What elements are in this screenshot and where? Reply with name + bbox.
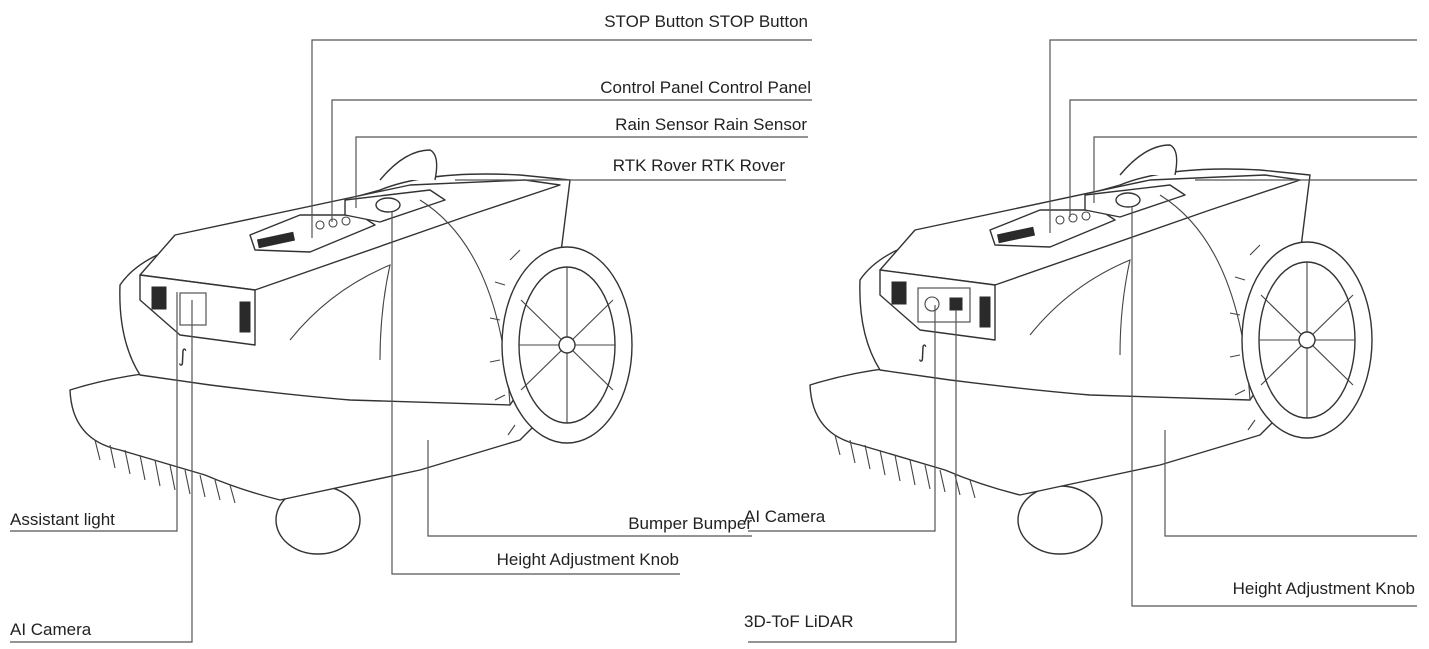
right-blade-teeth	[834, 434, 976, 499]
leader-stop-right	[1049, 39, 1417, 233]
left-panel-btn-2	[328, 218, 338, 228]
left-panel-btn-3	[341, 216, 351, 226]
right-panel-btn-3	[1081, 211, 1091, 221]
left-mower-illustration: ∫	[69, 149, 633, 555]
left-handle	[379, 149, 438, 181]
left-side-grille	[239, 301, 251, 333]
left-wheel-hub	[558, 336, 576, 354]
label-ai-camera-right: AI Camera	[744, 507, 826, 526]
right-wheel-hub	[1298, 331, 1316, 349]
label-ai-camera-left: AI Camera	[10, 620, 92, 639]
leader-camera-left	[10, 300, 193, 643]
leader-bumper-left	[427, 440, 752, 537]
leader-control-left	[331, 99, 812, 222]
label-height-knob-right: Height Adjustment Knob	[1232, 579, 1415, 598]
right-wheel-treads	[1229, 244, 1261, 431]
right-brand-logo-icon: ∫	[918, 342, 927, 363]
left-front-face	[139, 274, 256, 346]
right-side-contour	[1029, 259, 1131, 356]
right-mower-illustration: ∫	[809, 144, 1373, 555]
label-assistant-light-left: Assistant light	[10, 510, 115, 529]
leader-stop-left	[311, 39, 812, 238]
label-rtk-rover-left: RTK Rover RTK Rover	[612, 156, 785, 175]
leader-rain-left	[355, 136, 808, 208]
leader-camera-right	[748, 305, 936, 532]
leader-lidar-right	[748, 310, 957, 643]
label-rain-sensor-left: Rain Sensor Rain Sensor	[615, 115, 807, 134]
leader-control-right	[1069, 99, 1417, 217]
label-lidar-right: 3D-ToF LiDAR	[744, 612, 854, 631]
right-leader-lines	[748, 39, 1417, 643]
leader-light-left	[10, 292, 178, 532]
right-lidar-window	[917, 287, 971, 323]
label-height-knob-left: Height Adjustment Knob	[496, 550, 679, 569]
label-stop-button-left: STOP Button STOP Button	[604, 12, 808, 31]
left-stop-button	[256, 231, 296, 249]
right-panel-btn-1	[1055, 215, 1065, 225]
label-bumper-left: Bumper Bumper	[628, 514, 752, 533]
left-grille	[151, 286, 167, 310]
label-control-panel-left: Control Panel Control Panel	[600, 78, 811, 97]
left-camera-window	[179, 292, 207, 326]
right-stop-button	[996, 226, 1036, 244]
leader-rain-right	[1093, 136, 1417, 203]
right-camera-lens	[949, 297, 963, 311]
leader-bumper-right	[1164, 430, 1417, 537]
left-panel-btn-1	[315, 220, 325, 230]
leader-knob-right	[1131, 207, 1417, 607]
left-leader-lines	[10, 39, 812, 643]
right-handle	[1119, 144, 1178, 176]
left-wheel-treads	[489, 249, 521, 436]
left-side-contour	[289, 264, 391, 361]
right-lidar-lens	[924, 296, 940, 312]
right-grille	[891, 281, 907, 305]
left-blade-teeth	[94, 439, 236, 504]
right-panel-btn-2	[1068, 213, 1078, 223]
leader-knob-left	[391, 212, 680, 575]
left-height-knob	[375, 197, 401, 213]
right-height-knob	[1115, 192, 1141, 208]
right-rear-wheel	[1017, 485, 1103, 555]
left-brand-logo-icon: ∫	[178, 346, 187, 367]
right-side-grille	[979, 296, 991, 328]
